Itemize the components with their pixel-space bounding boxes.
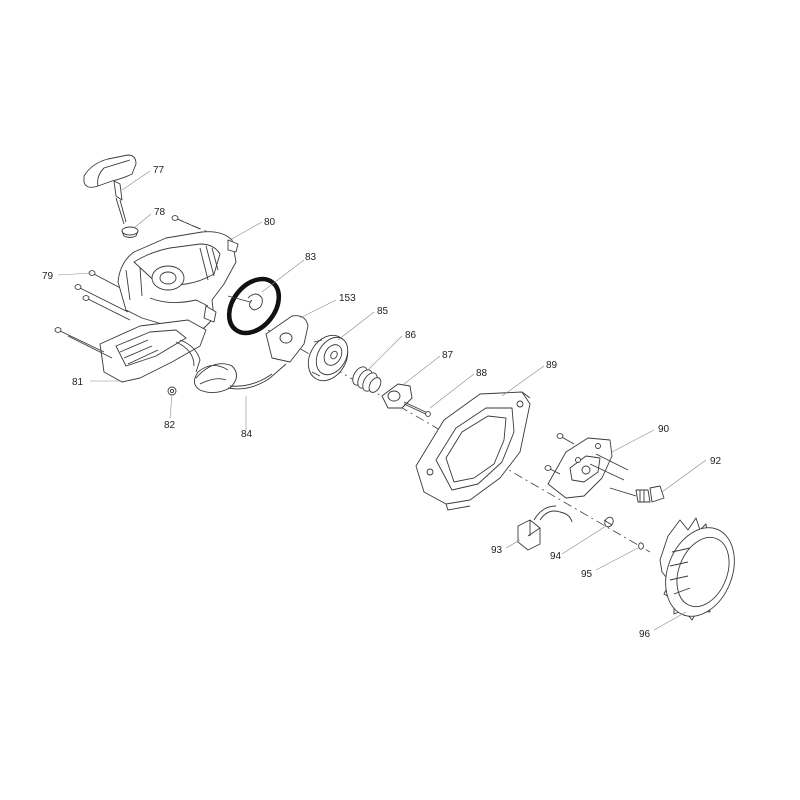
starter-handle — [83, 154, 137, 225]
cover-plate — [99, 319, 207, 383]
callout-96: 96 — [639, 629, 651, 640]
callout-79: 79 — [42, 271, 54, 282]
screw-set-79 — [74, 215, 201, 321]
callout-77: 77 — [153, 165, 165, 176]
ignition-bracket — [544, 433, 629, 499]
callout-81: 81 — [72, 377, 84, 388]
rope-pulley — [307, 334, 349, 382]
callout-95: 95 — [581, 569, 593, 580]
callout-92: 92 — [710, 456, 722, 467]
handle-insert — [121, 226, 139, 238]
wire-connector — [517, 505, 573, 551]
spring-plate — [265, 315, 309, 363]
fan-housing — [415, 391, 531, 511]
leader-lines — [57, 170, 707, 631]
woodruff-key — [603, 516, 614, 528]
callout-86: 86 — [405, 330, 417, 341]
callout-78: 78 — [154, 207, 166, 218]
pawl-spring — [352, 366, 382, 393]
starter-cam — [381, 383, 413, 409]
callout-85: 85 — [377, 306, 389, 317]
spark-plug — [609, 485, 665, 503]
callout-94: 94 — [550, 551, 562, 562]
callout-90: 90 — [658, 424, 670, 435]
callout-89: 89 — [546, 360, 558, 371]
callout-153: 153 — [339, 293, 356, 304]
callout-93: 93 — [491, 545, 503, 556]
callout-87: 87 — [442, 350, 454, 361]
callout-84: 84 — [241, 429, 253, 440]
callout-83: 83 — [305, 252, 317, 263]
callout-88: 88 — [476, 368, 488, 379]
callout-82: 82 — [164, 420, 176, 431]
screw-set-81 — [54, 327, 113, 359]
washer — [638, 542, 644, 550]
small-screw — [167, 386, 177, 396]
starter-rope — [194, 363, 287, 393]
callout-80: 80 — [264, 217, 276, 228]
recoil-spring — [226, 276, 282, 336]
assembly-axis — [267, 329, 651, 553]
starter-housing — [117, 231, 239, 331]
flywheel — [659, 517, 735, 621]
center-screw — [403, 401, 431, 417]
callout-labels: 77 78 80 79 83 153 85 86 87 88 89 81 82 … — [42, 165, 722, 640]
